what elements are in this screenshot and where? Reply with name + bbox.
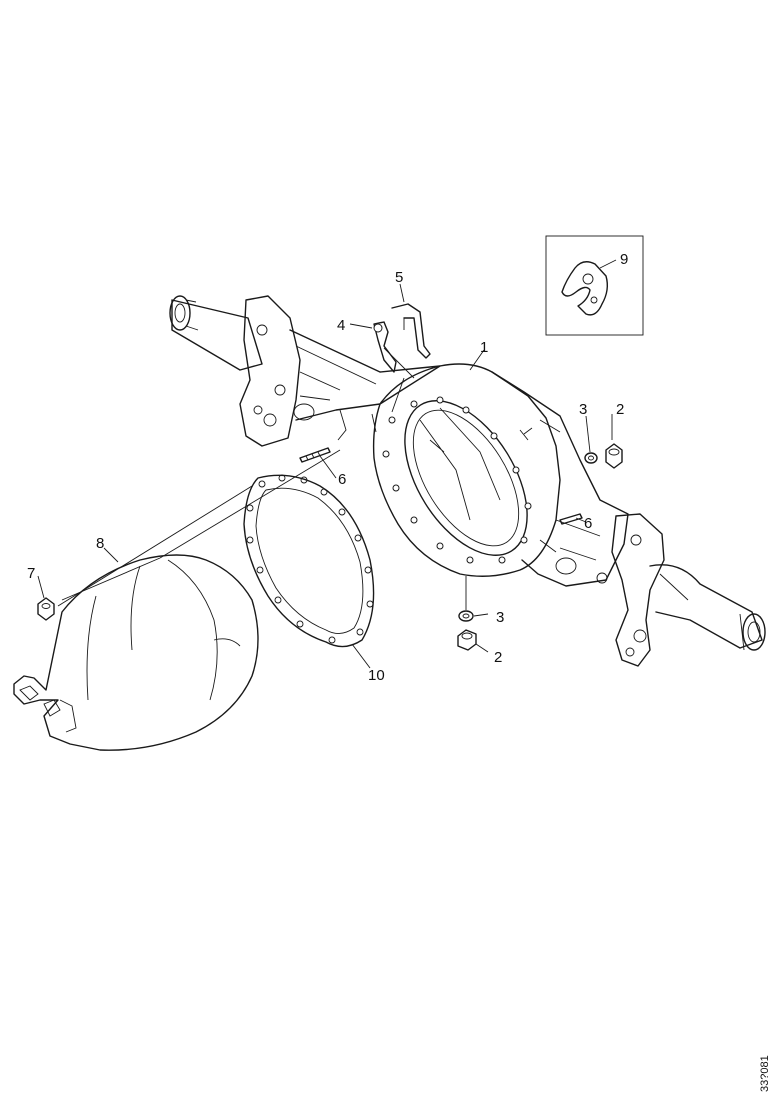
- callout-3-right: 3: [579, 401, 587, 418]
- differential-carrier: [13, 554, 259, 751]
- callout-9: 9: [620, 251, 628, 268]
- callout-6-center: 6: [338, 471, 346, 488]
- studs: [299, 447, 583, 525]
- gasket-holes: [246, 474, 374, 644]
- ring-bolt-holes: [382, 396, 532, 564]
- callouts: 1 2 3 4 5 6 6 7 8 9 10 3 2: [27, 251, 628, 684]
- bracket-assembly: [373, 303, 431, 379]
- callout-1: 1: [480, 339, 488, 356]
- callout-4: 4: [337, 317, 345, 334]
- right-fasteners: [584, 443, 623, 469]
- gasket: [243, 474, 375, 648]
- callout-8: 8: [96, 535, 104, 552]
- inset-box: [545, 235, 644, 336]
- callout-2-right: 2: [616, 401, 624, 418]
- leader-lines: [37, 283, 613, 669]
- callout-3-bottom: 3: [496, 609, 504, 626]
- bottom-fasteners: [457, 576, 477, 651]
- callout-10: 10: [368, 667, 385, 684]
- axle-housing: [169, 295, 766, 667]
- left-nut: [37, 597, 55, 621]
- drawing-id: 33?081: [759, 1055, 771, 1092]
- callout-6-right: 6: [584, 515, 592, 532]
- callout-5: 5: [395, 269, 403, 286]
- callout-2-bottom: 2: [494, 649, 502, 666]
- callout-7: 7: [27, 565, 35, 582]
